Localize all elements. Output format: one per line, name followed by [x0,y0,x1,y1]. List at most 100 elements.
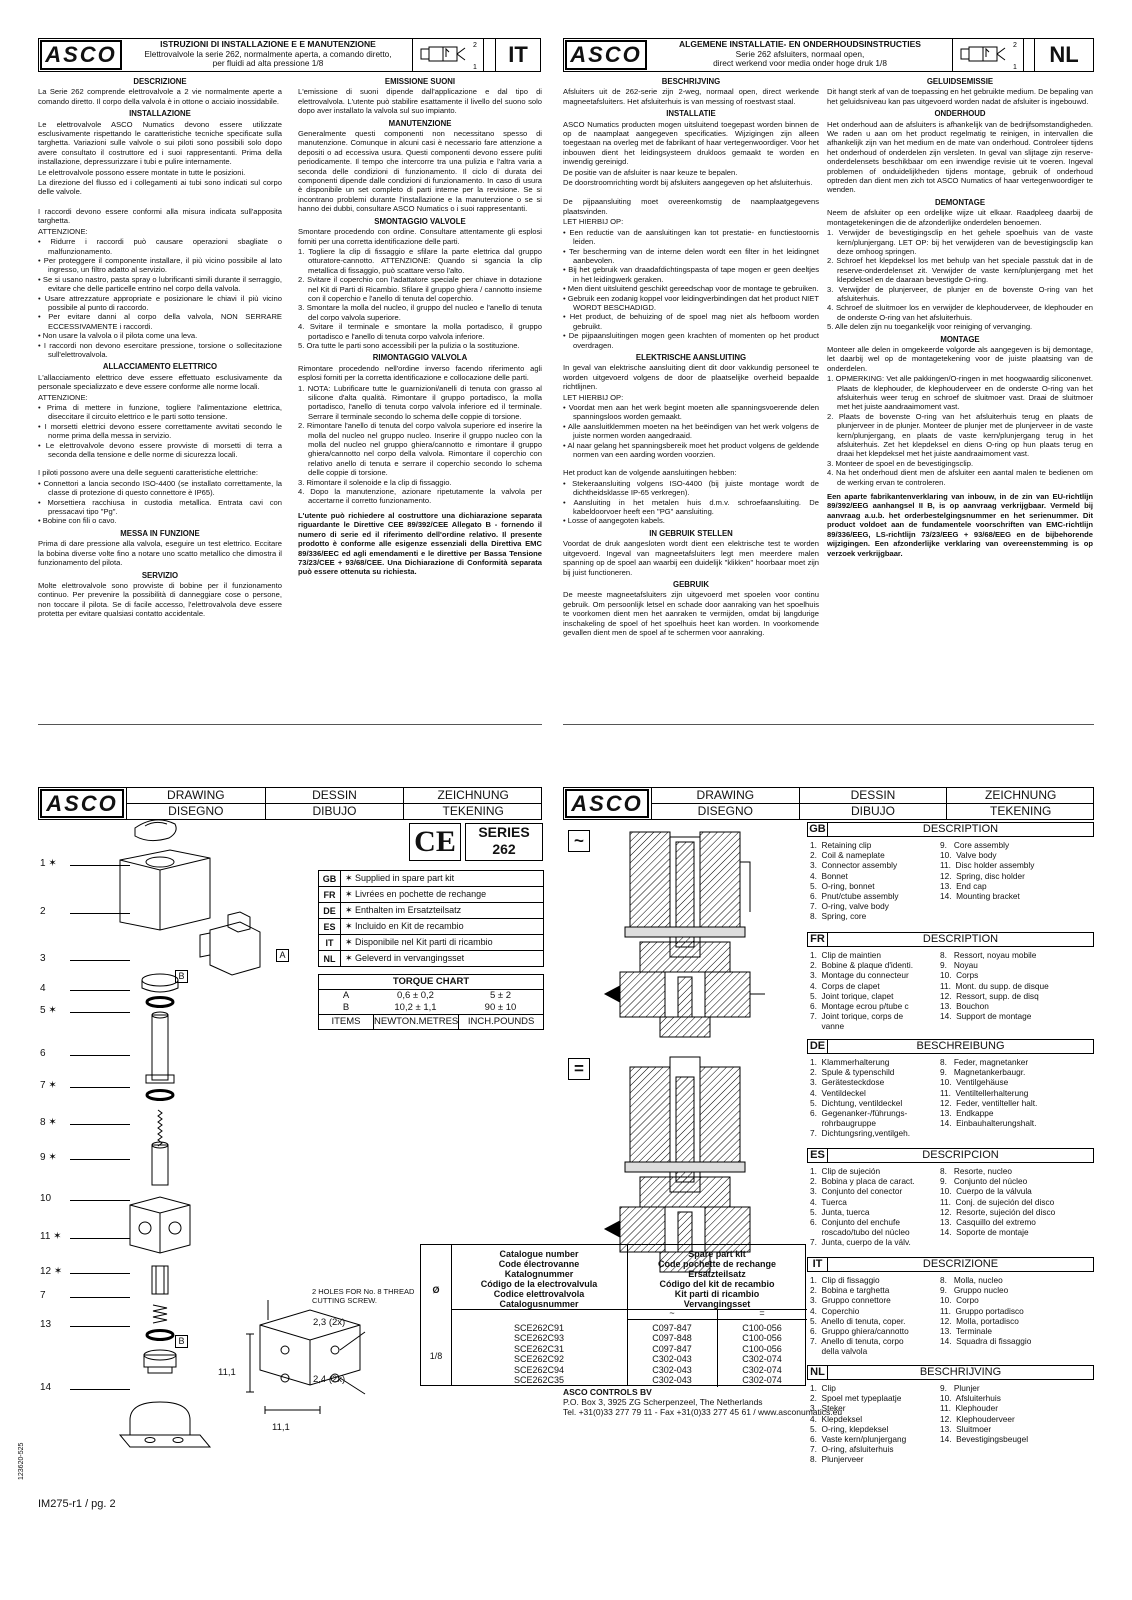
section-heading: DEMONTAGE [934,197,986,207]
list-item: • Een reductie van de aansluitingen kan … [563,227,819,247]
header-line: Kit parti di ricambio [674,1289,760,1299]
part-item: 7. Junta, cuerpo de la válv. [810,1237,911,1248]
section-heading: ELEKTRISCHE AANSLUITING [635,352,747,362]
description-title: DESCRIPTION [922,823,999,835]
kit-dc: C100-056 [742,1333,782,1344]
part-item: 6. Montage ecrou p/tube c [810,1001,909,1012]
leader-line [70,913,130,914]
lang-code: ES [808,1149,828,1162]
list-item: • Bobine con fili o cavo. [38,516,117,526]
page-footer: IM275-r1 / pg. 2 [38,1498,116,1510]
ce-mark: CE [409,823,461,861]
spare-row: FR✶ Livrées en pochette de rechange [318,886,544,903]
paragraph: Afsluiters uit de 262-serie zijn 2-weg, … [563,87,819,106]
paragraph: LET HIERBIJ OP: [563,217,624,227]
ac-col-header: ~ [669,1308,675,1318]
paragraph: Rimontare procedendo nell'ordine inverso… [298,363,542,383]
list-item: • Ridurre i raccordi può causare operazi… [38,237,282,256]
part-item: 14. Squadra di fissaggio [940,1336,1032,1347]
leader-line [70,1326,130,1327]
kit-ac: C097-848 [652,1333,692,1344]
part-item: 10. Cuerpo de la válvula [940,1186,1032,1197]
list-item: • Per proteggere il componente installar… [38,255,282,275]
dc-symbol-box: = [568,1058,590,1080]
series-number: 262 [492,841,516,857]
paragraph: Monteer alle delen in omgekeerde volgord… [827,344,1093,373]
lang-code: NL [318,950,341,967]
catalogue-number: SCE262C31 [513,1343,565,1354]
part-item: 12. Resorte, sujeción del disco [940,1206,1056,1217]
svg-text:2: 2 [473,42,477,49]
spare-text: ✶ Supplied in spare part kit [340,870,544,887]
part-item: 2. Bobina e targhetta [810,1285,890,1296]
kit-ac: C097-847 [652,1343,692,1354]
part-item: 7. Joint torique, corps de [810,1011,904,1022]
description-title: DESCRIPCION [922,1149,999,1161]
part-item: 10. Corps [940,970,979,981]
part-item: 4. Coperchio [810,1305,860,1316]
part-item: 14. Support de montage [940,1011,1032,1022]
svg-text:1: 1 [473,64,477,71]
grid-line [451,1309,807,1310]
part-item: 12. Molla, portadisco [940,1315,1019,1326]
paragraph: Neem de afsluiter op een ordelijke wijze… [827,208,1093,227]
part-item: 11. Ventiltellerhalterung [940,1087,1029,1098]
bullet-list: • Prima di mettere in funzione, togliere… [38,403,282,459]
spare-row: DE✶ Enthalten im Ersatzteilsatz [318,902,544,919]
part-item: 5. Anello di tenuta, coper. [810,1315,906,1326]
paragraph: Molte elettrovalvole sono provviste di b… [38,580,282,619]
drawing-header-label: DISEGNO [651,804,799,819]
list-item: • Connettori a lancia secondo ISO-4400 (… [38,478,282,498]
bullet-list: • Voordat men aan het werk begint moeten… [563,403,819,459]
list-item: 1. OPMERKING: Vet alle pakkingen/O-ringe… [827,374,1093,412]
part-item: 4. Corps de clapet [810,980,880,991]
part-label: 14 [40,1382,52,1393]
paragraph: Le elettrovalvole possono essere montate… [38,167,246,177]
grid-line [627,1319,807,1320]
kit-dc: C302-074 [742,1375,782,1385]
grid-line [717,1309,718,1387]
company-info: ASCO CONTROLS BV P.O. Box 3, 3925 ZG Sch… [563,1387,842,1417]
header-line: Code électrovanne [498,1259,580,1269]
paragraph: I piloti possono avere una delle seguent… [38,468,258,478]
paragraph: ATTENZIONE: [38,226,88,236]
list-item: • Morsettiera racchiusa in custodia meta… [38,497,282,517]
catalogue-number: SCE262C91 [513,1323,565,1333]
dim-label: 2,4 (2x) [313,1374,346,1385]
torque-cell: 90 ± 10 [484,1002,517,1013]
header-line: Ersatzteilsatz [688,1269,746,1279]
part-item: 14. Einbauhalterungshalt. [940,1118,1037,1129]
list-item: • Het product, de behuizing of de spoel … [563,312,819,331]
list-item: 5. Ora tutte le parti sono accessibili p… [298,340,520,350]
part-label: 1 ✶ [40,858,57,869]
part-label: 8 ✶ [40,1117,57,1128]
bullet-list: • Ridurre i raccordi può causare operazi… [38,237,282,359]
torque-cell: 0,6 ± 0,2 [397,990,434,1001]
part-item: 1. Clip [810,1383,836,1393]
part-item: 10. Corpo [940,1295,979,1306]
section-heading: BESCHRIJVING [661,77,721,86]
part-item: della valvola [810,1346,868,1357]
list-item: 2. Svitare il coperchio con l'adattatore… [298,275,542,303]
part-item: roscado/tubo del núcleo [810,1227,910,1238]
lang-code: FR [808,933,828,946]
paragraph: La direzione del flusso ed i collegament… [38,178,282,197]
paragraph: Voordat de druk aangesloten wordt dient … [563,539,819,577]
leader-line [70,1124,130,1125]
list-item: • Ter bescherming van de interne delen w… [563,246,819,265]
list-item: 2. Schroef het klepdeksel los met behulp… [827,256,1093,285]
leader-line [70,990,130,991]
part-item: 11. Klephouder [940,1403,998,1414]
dia-header: Ø [432,1285,440,1295]
callout-box-b: B [175,1335,188,1348]
list-item: 3. Rimontare il solenoide e la clip di f… [298,477,452,487]
part-item: 11. Gruppo portadisco [940,1305,1024,1316]
